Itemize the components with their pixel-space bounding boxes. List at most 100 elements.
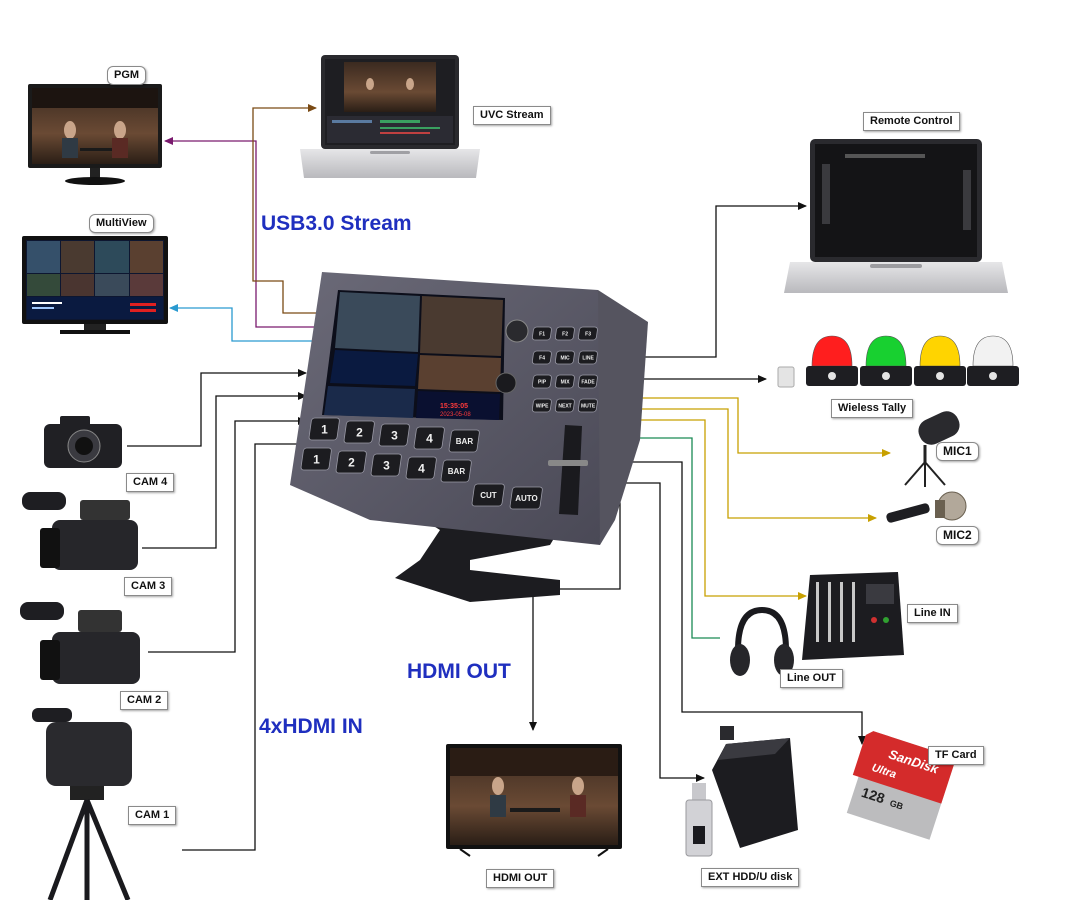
function-key-wipe[interactable]: WIPE [531,398,552,413]
function-key-fade-label: FADE [581,379,595,385]
tf-card-label: TF Card [928,746,984,765]
mic2-line [636,408,877,522]
cam1-label: CAM 1 [128,806,177,825]
function-key-mix-label: MIX [561,379,571,385]
bus-row1-key-4[interactable]: 4 [413,426,445,450]
uvc-line [252,104,318,314]
pgm-monitor [28,84,162,185]
uvc-stream-label: UVC Stream [473,106,551,125]
cam3-line [142,392,307,549]
tf-card-capacity: 128 [860,784,887,807]
tally-lights [777,335,1019,388]
tally-lamp-yellow [914,335,966,386]
function-key-f4-label: F4 [539,355,545,361]
hdmi-out-display-label: HDMI OUT [486,869,555,888]
ext-hdd-line [612,482,705,782]
bus-row2-key-4-label: 4 [418,461,425,475]
bus-row1-key-3-label: 3 [391,428,398,442]
mic2-label: MIC2 [936,526,979,545]
function-key-mic-label: MIC [561,355,571,361]
function-key-f3[interactable]: F3 [577,326,598,341]
function-key-next-label: NEXT [558,403,571,409]
transition-key-cut-label: CUT [480,491,497,500]
bus-row2-key-1[interactable]: 1 [300,447,332,471]
connection-lines [127,104,891,851]
bus-row1-key-5-label: BAR [456,437,474,446]
function-key-mute[interactable]: MUTE [577,398,598,413]
hdmi-out-tv [446,744,622,857]
tally-lamp-white [967,335,1019,386]
bus-row2-key-1-label: 1 [313,452,320,466]
function-key-mic[interactable]: MIC [554,350,575,365]
bus-row1-key-4-label: 4 [426,431,433,445]
audio-mixer [802,572,904,660]
uvc-laptop [300,55,480,178]
function-key-next[interactable]: NEXT [554,398,575,413]
remote-control-laptop [784,139,1008,293]
headphones-icon [730,606,794,676]
mic2-icon [886,491,967,523]
device-screen-time: 15:35:05 [440,403,468,410]
tally-lamp-green [860,335,912,386]
function-key-mute-label: MUTE [581,403,596,409]
cam1-line [182,440,307,851]
pgm-label: PGM [107,66,147,85]
function-key-f1[interactable]: F1 [531,326,552,341]
ext-hdd-icon [685,726,798,857]
line-out-line [626,434,720,639]
device-screen-date: 2023-05-08 [440,412,471,418]
line-in-line [636,419,807,600]
bus-row1-key-3[interactable]: 3 [378,423,410,447]
transition-key-cut[interactable]: CUT [471,483,505,507]
function-key-line[interactable]: LINE [577,350,598,365]
multiview-label: MultiView [89,214,154,233]
cam4-camera-icon [44,416,122,468]
mic1-label: MIC1 [936,442,979,461]
function-key-f1-label: F1 [539,331,545,337]
function-key-line-label: LINE [582,355,594,361]
bus-row2-key-3-label: 3 [383,458,390,472]
multiview-line [169,304,318,342]
cam3-camcorder-icon [22,492,138,570]
bus-row2-key-5[interactable]: BAR [440,459,472,483]
bus-row2-key-4[interactable]: 4 [405,456,437,480]
tf-card-unit: GB [888,798,904,812]
hdmi-in-heading: 4xHDMI IN [259,715,363,738]
function-key-fade[interactable]: FADE [577,374,598,389]
usb-stream-heading: USB3.0 Stream [261,212,412,235]
cam4-label: CAM 4 [126,473,175,492]
function-key-pip-label: PIP [538,379,547,385]
hdmi-out-heading: HDMI OUT [407,660,511,683]
function-key-mix[interactable]: MIX [554,374,575,389]
bus-row2-key-2-label: 2 [348,455,355,469]
function-key-pip[interactable]: PIP [531,374,552,389]
function-key-f2-label: F2 [562,331,568,337]
function-key-f4[interactable]: F4 [531,350,552,365]
cam4-line [127,369,307,447]
bus-row2-key-2[interactable]: 2 [335,450,367,474]
line-out-label: Line OUT [780,669,843,688]
bus-row1-key-2[interactable]: 2 [343,420,375,444]
cam2-camcorder-icon [20,602,140,684]
cam3-label: CAM 3 [124,577,173,596]
transition-key-auto[interactable]: AUTO [509,486,543,510]
mic1-line [636,397,891,457]
bus-row1-key-2-label: 2 [356,425,363,439]
cam2-line [148,417,307,653]
ext-hdd-label: EXT HDD/U disk [701,868,800,887]
tally-lamp-red [806,335,858,386]
bus-row2-key-3[interactable]: 3 [370,453,402,477]
mic1-icon [904,411,960,487]
cam1-tripod-camera-icon [32,708,132,901]
remote-ui-buttons [822,154,971,230]
function-key-f2[interactable]: F2 [554,326,575,341]
transition-key-auto-label: AUTO [515,494,538,503]
bus-row1-key-5[interactable]: BAR [448,429,480,453]
remote-line [640,202,807,358]
bus-row1-key-1[interactable]: 1 [308,417,340,441]
tf-card-line [612,461,866,745]
wireless-tally-label: Wieless Tally [831,399,914,418]
